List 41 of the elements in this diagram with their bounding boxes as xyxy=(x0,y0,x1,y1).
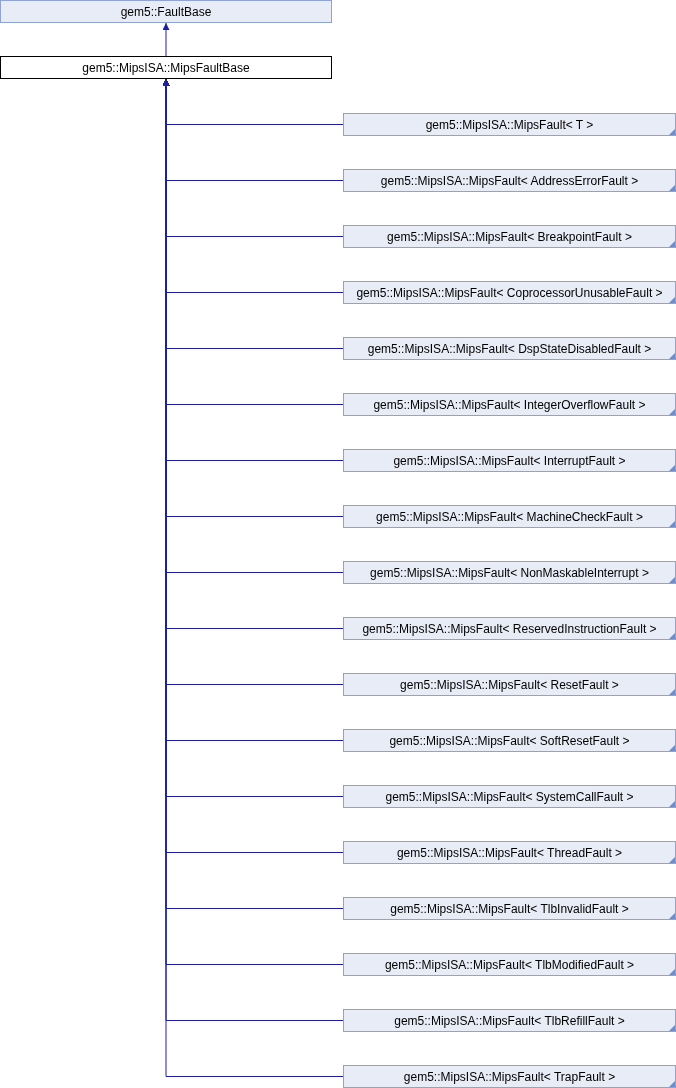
class-name: gem5::MipsISA::MipsFault< ThreadFault > xyxy=(396,845,623,860)
inheritance-arrow xyxy=(162,22,170,57)
class-name: gem5::MipsISA::MipsFault< InterruptFault > xyxy=(393,453,626,468)
class-box xyxy=(343,561,676,584)
class-name: gem5::MipsISA::MipsFault< AddressErrorFault > xyxy=(380,173,639,188)
class-box xyxy=(343,673,676,696)
class-box xyxy=(343,281,676,304)
class-name: gem5::MipsISA::MipsFault< IntegerOverflowFault > xyxy=(373,397,646,412)
class-box xyxy=(343,505,676,528)
class-box xyxy=(343,953,676,976)
class-name: gem5::MipsISA::MipsFault< TlbInvalidFault > xyxy=(390,901,629,916)
class-name: gem5::MipsISA::MipsFault< SystemCallFault > xyxy=(385,789,634,804)
class-box xyxy=(343,449,676,472)
class-name: gem5::MipsISA::MipsFault< NonMaskableInterrupt > xyxy=(370,565,649,580)
class-box xyxy=(343,785,676,808)
class-box xyxy=(343,617,676,640)
class-box xyxy=(343,897,676,920)
class-name: gem5::MipsISA::MipsFault< TlbRefillFault > xyxy=(394,1013,625,1028)
class-name: gem5::MipsISA::MipsFault< ResetFault > xyxy=(400,677,619,692)
class-box xyxy=(343,393,676,416)
class-name: gem5::MipsISA::MipsFault< MachineCheckFault > xyxy=(376,509,643,524)
class-name: gem5::MipsISA::MipsFault< ReservedInstructionFault > xyxy=(362,621,657,636)
class-box xyxy=(0,0,332,23)
class-name: gem5::MipsISA::MipsFault< TrapFault > xyxy=(403,1069,616,1084)
class-box xyxy=(343,337,676,360)
class-box xyxy=(343,113,676,136)
class-box xyxy=(343,729,676,752)
class-name: gem5::MipsISA::MipsFault< BreakpointFault > xyxy=(387,229,632,244)
class-box xyxy=(343,1009,676,1032)
class-name: gem5::MipsISA::MipsFault< T > xyxy=(425,117,594,132)
class-name: gem5::MipsISA::MipsFault< SoftResetFault > xyxy=(389,733,630,748)
class-box xyxy=(343,1065,676,1088)
class-name: gem5::FaultBase xyxy=(120,4,212,19)
class-box xyxy=(343,225,676,248)
class-box xyxy=(343,169,676,192)
class-box xyxy=(0,56,332,79)
class-name: gem5::MipsISA::MipsFaultBase xyxy=(82,60,250,75)
class-name: gem5::MipsISA::MipsFault< DspStateDisabledFault > xyxy=(367,341,652,356)
class-name: gem5::MipsISA::MipsFault< TlbModifiedFault > xyxy=(384,957,635,972)
class-box xyxy=(343,841,676,864)
class-name: gem5::MipsISA::MipsFault< CoprocessorUnusableFault > xyxy=(356,285,663,300)
